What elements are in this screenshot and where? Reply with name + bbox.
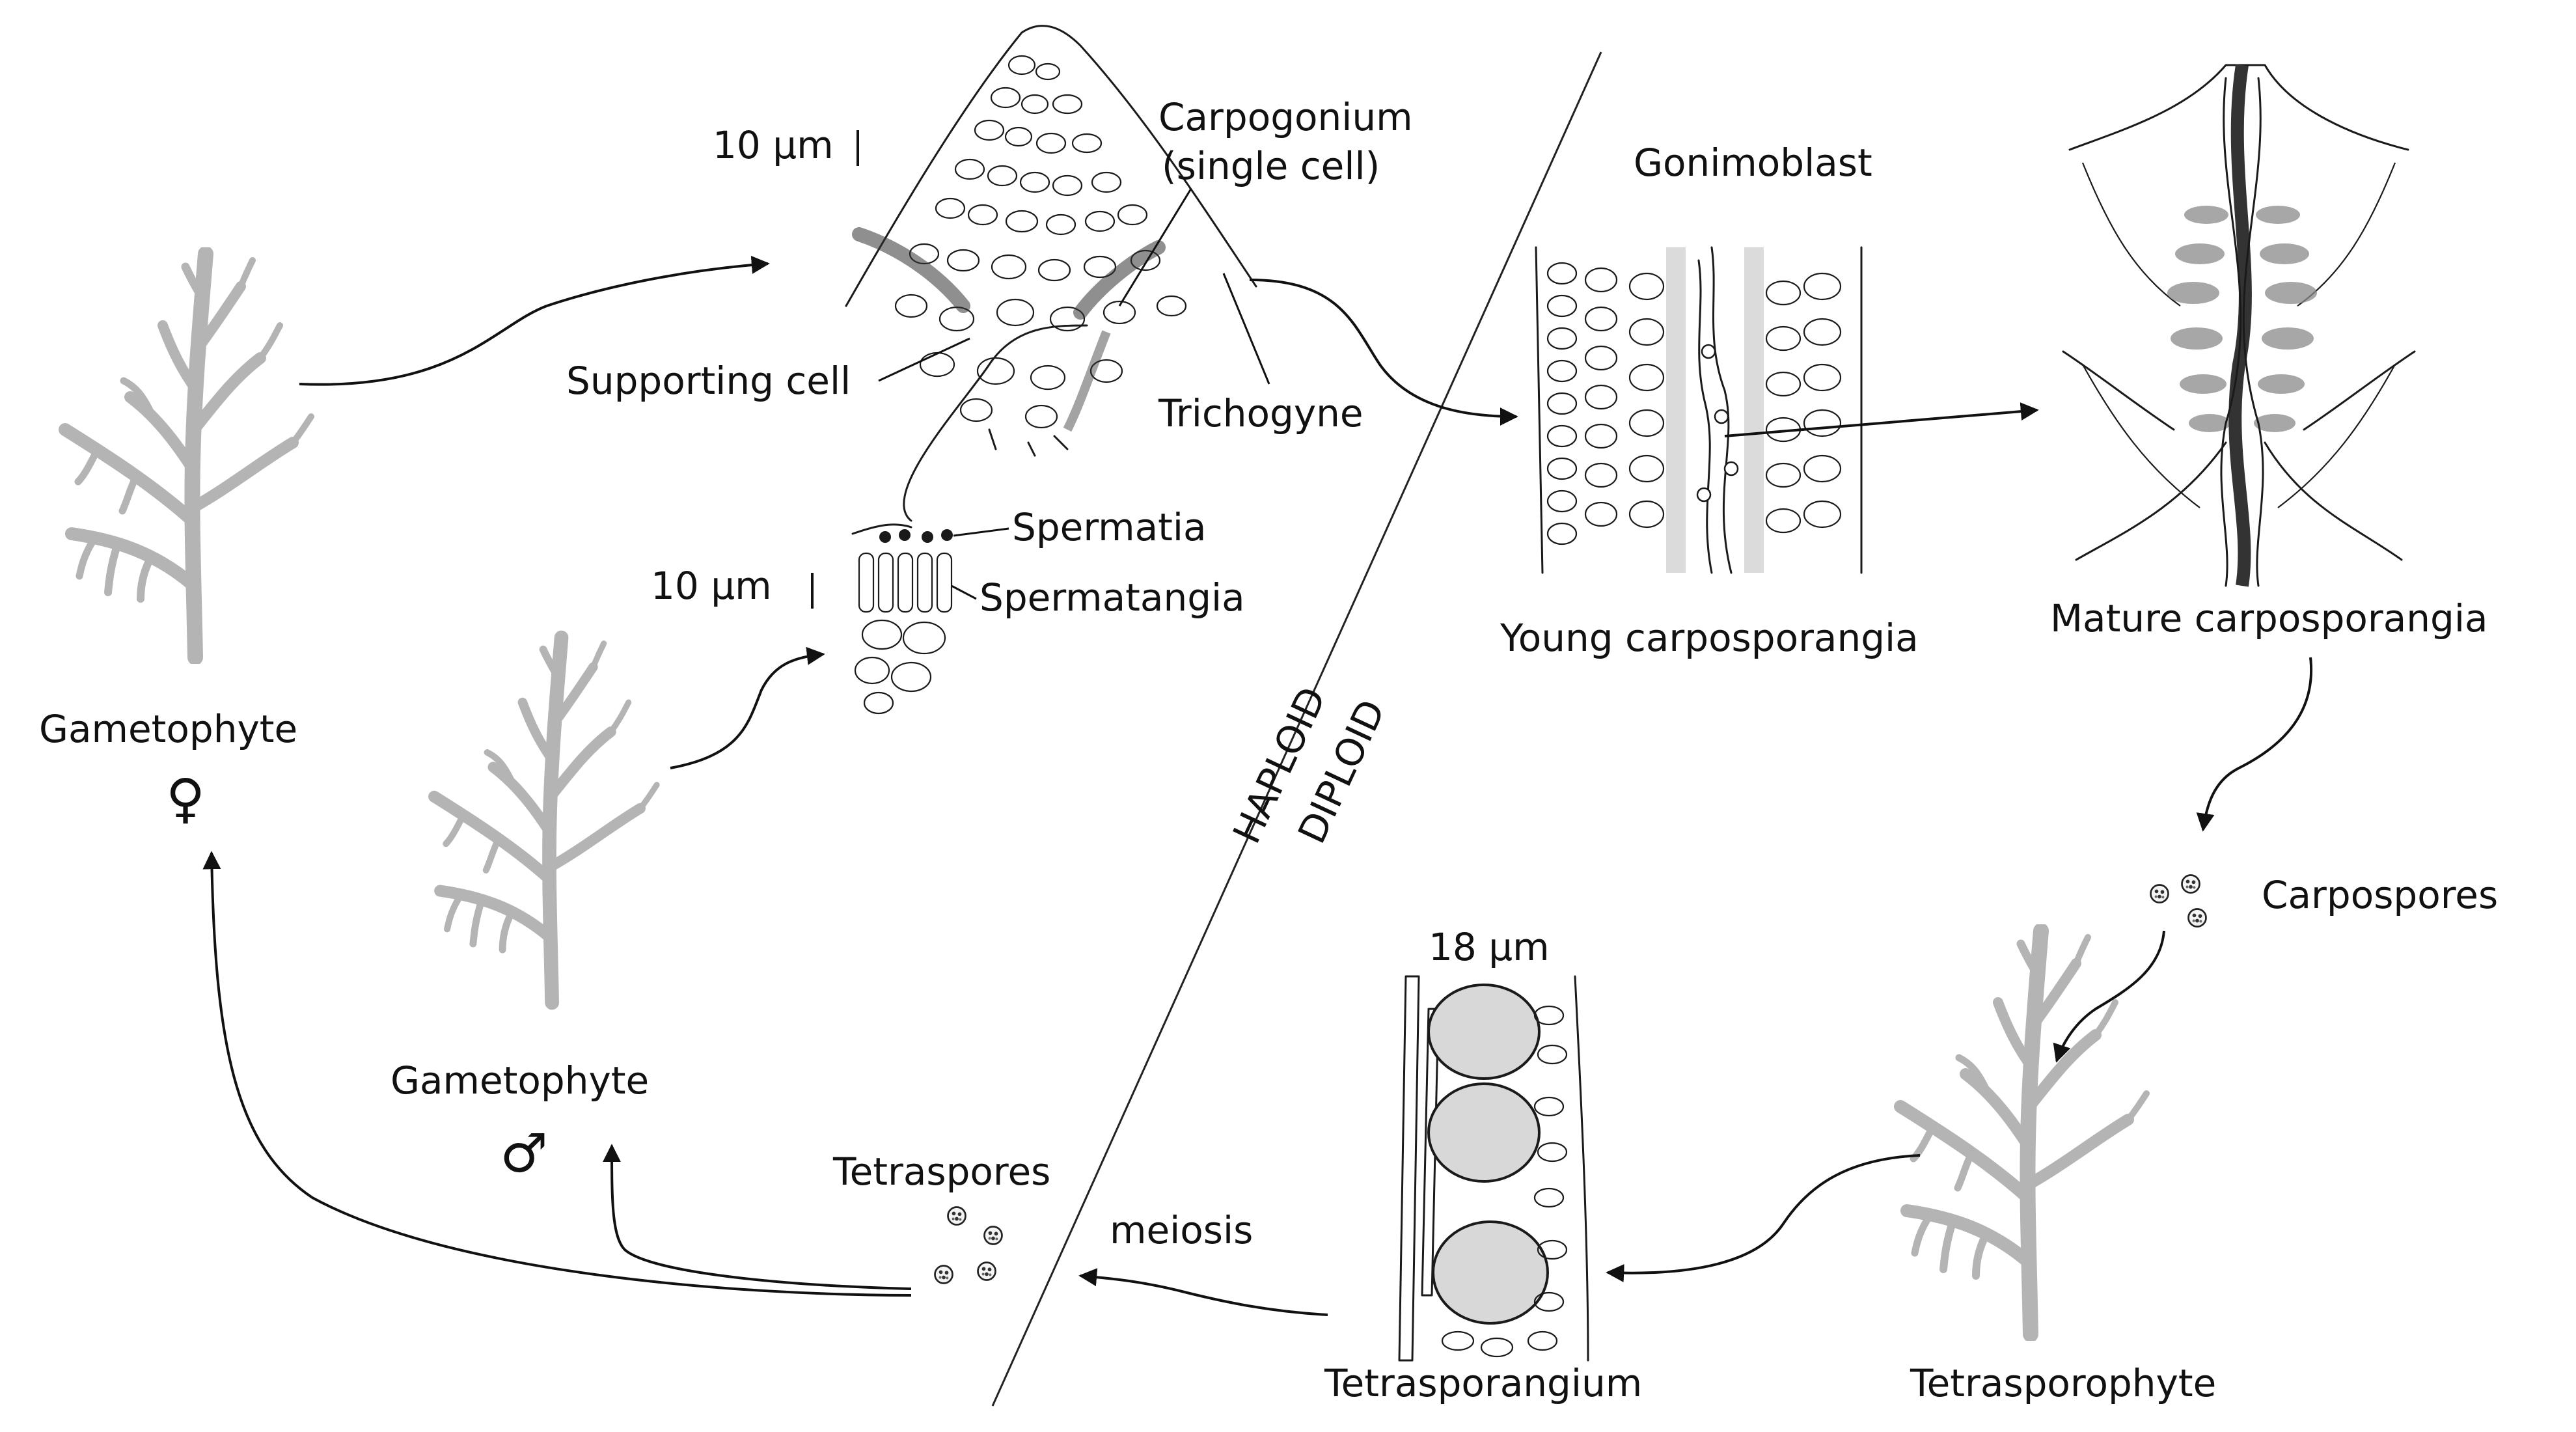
spermatangia-label: Spermatangia [980, 575, 1245, 620]
tetrasporangium-label: Tetrasporangium [1324, 1361, 1642, 1405]
female-symbol-icon: ♀ [166, 768, 205, 830]
arrow-tetrasporangium-to-tetraspores [1078, 1268, 1328, 1316]
tetraspore-3 [934, 1265, 953, 1284]
tetrasporophyte-plant [1900, 931, 2146, 1334]
trichogyne-pointer [1222, 273, 1270, 385]
male-gametophyte-plant [434, 638, 657, 1003]
carpogonium-sublabel: (single cell) [1162, 144, 1380, 188]
tetraspores-label: Tetraspores [832, 1150, 1050, 1194]
carpospore-1 [2150, 884, 2169, 903]
scale-label-spermatangia: 10 μm [651, 564, 772, 608]
male-symbol-icon: ♂ [500, 1123, 548, 1185]
spermatangia-drawing [851, 523, 953, 715]
carpospores-label: Carpospores [2262, 873, 2498, 917]
carpogonium-drawing [845, 25, 1257, 457]
trichogyne-label: Trichogyne [1158, 391, 1363, 435]
meiosis-label: meiosis [1110, 1208, 1253, 1252]
spermatia-pointer [953, 527, 1009, 537]
mature-carposporangia-drawing [2062, 64, 2416, 587]
arrow-young-to-mature [1724, 402, 2039, 437]
scale-label-tetrasporangium: 18 μm [1429, 925, 1550, 969]
arrow-carpogonium-to-gonimoblast [1249, 279, 1518, 426]
female-gametophyte-plant [65, 254, 311, 657]
supporting-cell-label: Supporting cell [566, 359, 851, 403]
spermatia-label: Spermatia [1012, 505, 1207, 549]
tetraspore-4 [977, 1261, 996, 1281]
spermatium-path [903, 324, 1088, 522]
arrow-tetraspores-to-female [202, 851, 912, 1297]
arrow-tetraspores-to-male [603, 1144, 912, 1290]
gonimoblast-label: Gonimoblast [1634, 141, 1872, 185]
arrow-mature-to-carpospores [2196, 657, 2313, 832]
carpogonium-label: Carpogonium [1158, 95, 1413, 139]
tetrasporangium-drawing [1398, 975, 1589, 1362]
tetraspore-2 [983, 1226, 1003, 1245]
carpogonium-pointer [1118, 188, 1192, 307]
male-gametophyte-label: Gametophyte [391, 1058, 649, 1103]
carpospore-3 [2187, 908, 2207, 928]
mature-carposporangia-label: Mature carposporangia [2050, 596, 2488, 640]
female-gametophyte-label: Gametophyte [39, 707, 297, 751]
supporting-cell-pointer [878, 337, 970, 382]
scale-label-carpogonium: 10 μm [713, 123, 834, 167]
carpospore-2 [2181, 874, 2200, 894]
arrow-tetrasporophyte-to-tetrasporangium [1606, 1154, 1921, 1282]
young-carposporangia-label: Young carposporangia [1500, 616, 1919, 660]
arrow-male-to-spermatangia [670, 646, 825, 769]
spermatangia-pointer [951, 585, 977, 600]
tetraspore-1 [947, 1206, 966, 1226]
young-carposporangia-drawing [1535, 246, 1863, 574]
ploidy-divider-line [991, 51, 1602, 1407]
tetrasporophyte-label: Tetrasporophyte [1910, 1361, 2216, 1405]
arrow-female-to-carpogonium [299, 255, 770, 386]
arrow-carpospores-to-tetrasporophyte [2053, 930, 2165, 1063]
